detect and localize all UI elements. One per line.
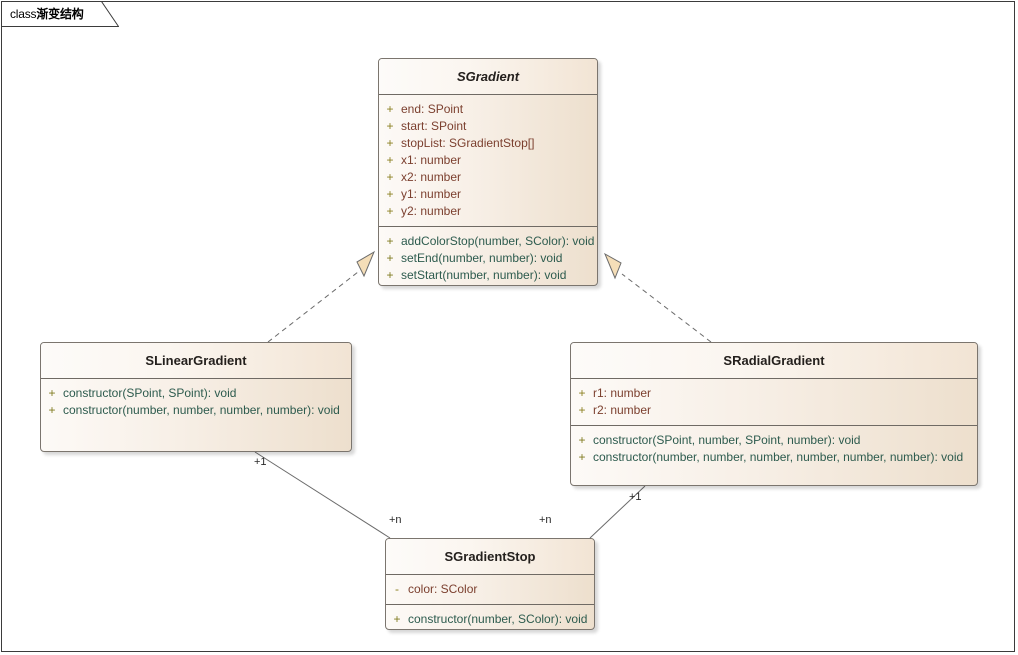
attribute-row: - color: SColor (386, 581, 594, 598)
visibility-marker: + (578, 386, 586, 400)
class-box-sradialgradient[interactable]: SRadialGradient + r1: number + r2: numbe… (570, 342, 978, 486)
attribute-signature: y1: number (401, 187, 462, 201)
diagram-title-tab: class渐变结构 (1, 1, 120, 27)
method-signature: constructor(number, number, number, numb… (593, 450, 964, 464)
compartment-filler (41, 419, 351, 437)
multiplicity-stop-from-radial: +n (539, 514, 552, 526)
connector-linear-realizes-gradient (267, 250, 376, 343)
attribute-row: + stopList: SGradientStop[] (379, 135, 597, 152)
class-box-sgradient[interactable]: SGradient + end: SPoint + start: SPoint … (378, 58, 598, 286)
method-signature: constructor(number, number, number, numb… (63, 403, 340, 417)
attribute-signature: r1: number (593, 386, 652, 400)
class-name-sgradientstop: SGradientStop (386, 539, 594, 575)
method-signature: setStart(number, number): void (401, 268, 567, 282)
method-row: + constructor(SPoint, SPoint): void (41, 385, 351, 402)
attribute-row: + r2: number (571, 402, 977, 419)
method-signature: constructor(SPoint, SPoint): void (63, 386, 237, 400)
visibility-marker: + (386, 136, 394, 150)
method-signature: addColorStop(number, SColor): void (401, 234, 595, 248)
attribute-signature: x2: number (401, 170, 462, 184)
class-box-slineargradient[interactable]: SLinearGradient + constructor(SPoint, SP… (40, 342, 352, 452)
visibility-marker: + (386, 102, 394, 116)
visibility-marker: + (386, 170, 394, 184)
hollow-triangle-arrowhead-left (356, 250, 376, 278)
attribute-row: + x2: number (379, 169, 597, 186)
connector-radial-realizes-gradient (603, 252, 712, 343)
attribute-row: + x1: number (379, 152, 597, 169)
methods-compartment-sgradient: + addColorStop(number, SColor): void + s… (379, 226, 597, 285)
attributes-compartment-sgradient: + end: SPoint + start: SPoint + stopList… (379, 95, 597, 226)
diagram-title-name: 渐变结构 (36, 7, 84, 21)
connector-radial-assoc-stop (589, 485, 646, 539)
visibility-marker: + (386, 251, 394, 265)
multiplicity-linear-source: +1 (254, 456, 267, 468)
attribute-row: + end: SPoint (379, 101, 597, 118)
method-signature: setEnd(number, number): void (401, 251, 563, 265)
visibility-marker: + (48, 386, 56, 400)
method-row: + constructor(number, number, number, nu… (41, 402, 351, 419)
visibility-marker: + (386, 204, 394, 218)
attribute-signature: start: SPoint (401, 119, 467, 133)
method-row: + setStart(number, number): void (379, 267, 597, 284)
multiplicity-stop-from-linear: +n (389, 514, 402, 526)
multiplicity-radial-source: +1 (629, 491, 642, 503)
diagram-title-text: class渐变结构 (10, 5, 84, 22)
attribute-signature: color: SColor (408, 582, 478, 596)
attribute-signature: stopList: SGradientStop[] (401, 136, 535, 150)
methods-compartment-sradialgradient: + constructor(SPoint, number, SPoint, nu… (571, 425, 977, 472)
method-row: + setEnd(number, number): void (379, 250, 597, 267)
class-name-sradialgradient: SRadialGradient (571, 343, 977, 379)
visibility-marker: + (386, 187, 394, 201)
visibility-marker: + (386, 234, 394, 248)
attribute-signature: end: SPoint (401, 102, 464, 116)
visibility-marker: + (393, 612, 401, 626)
diagram-title-keyword: class (10, 7, 37, 21)
attributes-compartment-sradialgradient: + r1: number + r2: number (571, 379, 977, 425)
class-name-sgradient: SGradient (379, 59, 597, 95)
attribute-signature: y2: number (401, 204, 462, 218)
methods-compartment-slineargradient: + constructor(SPoint, SPoint): void + co… (41, 379, 351, 443)
visibility-marker: + (48, 403, 56, 417)
attribute-row: + y2: number (379, 203, 597, 220)
attribute-row: + start: SPoint (379, 118, 597, 135)
visibility-marker: + (578, 403, 586, 417)
visibility-marker: + (386, 153, 394, 167)
method-row: + constructor(number, number, number, nu… (571, 449, 977, 466)
method-signature: constructor(number, SColor): void (408, 612, 588, 626)
method-row: + constructor(SPoint, number, SPoint, nu… (571, 432, 977, 449)
visibility-marker: + (386, 119, 394, 133)
hollow-triangle-arrowhead-right (603, 252, 622, 280)
method-row: + constructor(number, SColor): void (386, 611, 594, 628)
visibility-marker: - (395, 582, 399, 596)
visibility-marker: + (578, 433, 586, 447)
method-row: + addColorStop(number, SColor): void (379, 233, 597, 250)
class-name-slineargradient: SLinearGradient (41, 343, 351, 379)
visibility-marker: + (386, 268, 394, 282)
attribute-row: + y1: number (379, 186, 597, 203)
attribute-signature: x1: number (401, 153, 462, 167)
attributes-compartment-sgradientstop: - color: SColor (386, 575, 594, 604)
attribute-signature: r2: number (593, 403, 652, 417)
class-box-sgradientstop[interactable]: SGradientStop - color: SColor + construc… (385, 538, 595, 630)
method-signature: constructor(SPoint, number, SPoint, numb… (593, 433, 861, 447)
visibility-marker: + (578, 450, 586, 464)
connector-linear-assoc-stop (254, 451, 391, 539)
methods-compartment-sgradientstop: + constructor(number, SColor): void (386, 604, 594, 629)
attribute-row: + r1: number (571, 385, 977, 402)
